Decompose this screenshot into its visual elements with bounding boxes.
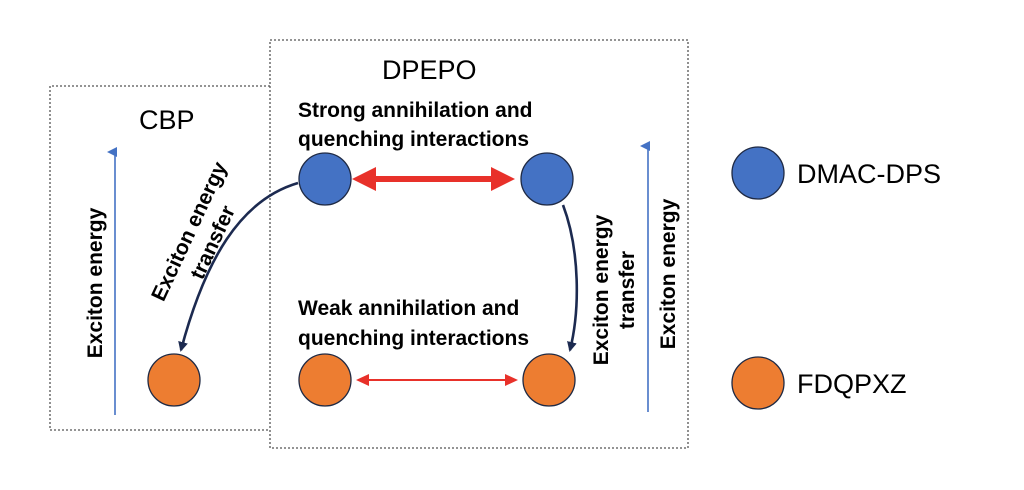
left-energy-axis-label: Exciton energy (84, 207, 107, 358)
cbp-label: CBP (139, 105, 195, 135)
cbp-region-box (49, 85, 270, 431)
left-transfer-arrow (178, 181, 299, 352)
strong-interaction-line1: Strong annihilation and (298, 99, 533, 122)
legend-dmac-dps-label: DMAC-DPS (797, 159, 941, 189)
right-transfer-label: Exciton energy transfer (590, 214, 639, 365)
fdqpxz-circle-dpepo-right (522, 353, 576, 407)
weak-interaction-arrow (356, 374, 518, 386)
fdqpxz-circle-dpepo-left (298, 353, 352, 407)
dmac-dps-circle-dpepo-right (520, 152, 574, 206)
weak-interaction-line1: Weak annihilation and (298, 297, 519, 320)
right-transfer-line2: transfer (616, 251, 639, 329)
dpepo-label: DPEPO (382, 55, 477, 85)
legend-fdqpxz-swatch (731, 356, 785, 410)
right-transfer-arrow (561, 204, 579, 352)
left-transfer-label: Exciton energy transfer (147, 158, 240, 304)
legend: DMAC-DPS FDQPXZ (731, 146, 941, 410)
dpepo-region-box (269, 39, 689, 449)
strong-interaction-arrow (352, 167, 515, 191)
legend-fdqpxz-label: FDQPXZ (797, 369, 907, 399)
weak-interaction-line2: quenching interactions (298, 327, 529, 350)
right-energy-axis-label: Exciton energy (657, 198, 680, 349)
right-transfer-line1: Exciton energy (590, 214, 613, 365)
legend-dmac-dps-swatch (731, 146, 785, 200)
strong-interaction-line2: quenching interactions (298, 128, 529, 151)
dmac-dps-circle-dpepo-left (298, 152, 352, 206)
fdqpxz-circle-cbp (147, 353, 201, 407)
